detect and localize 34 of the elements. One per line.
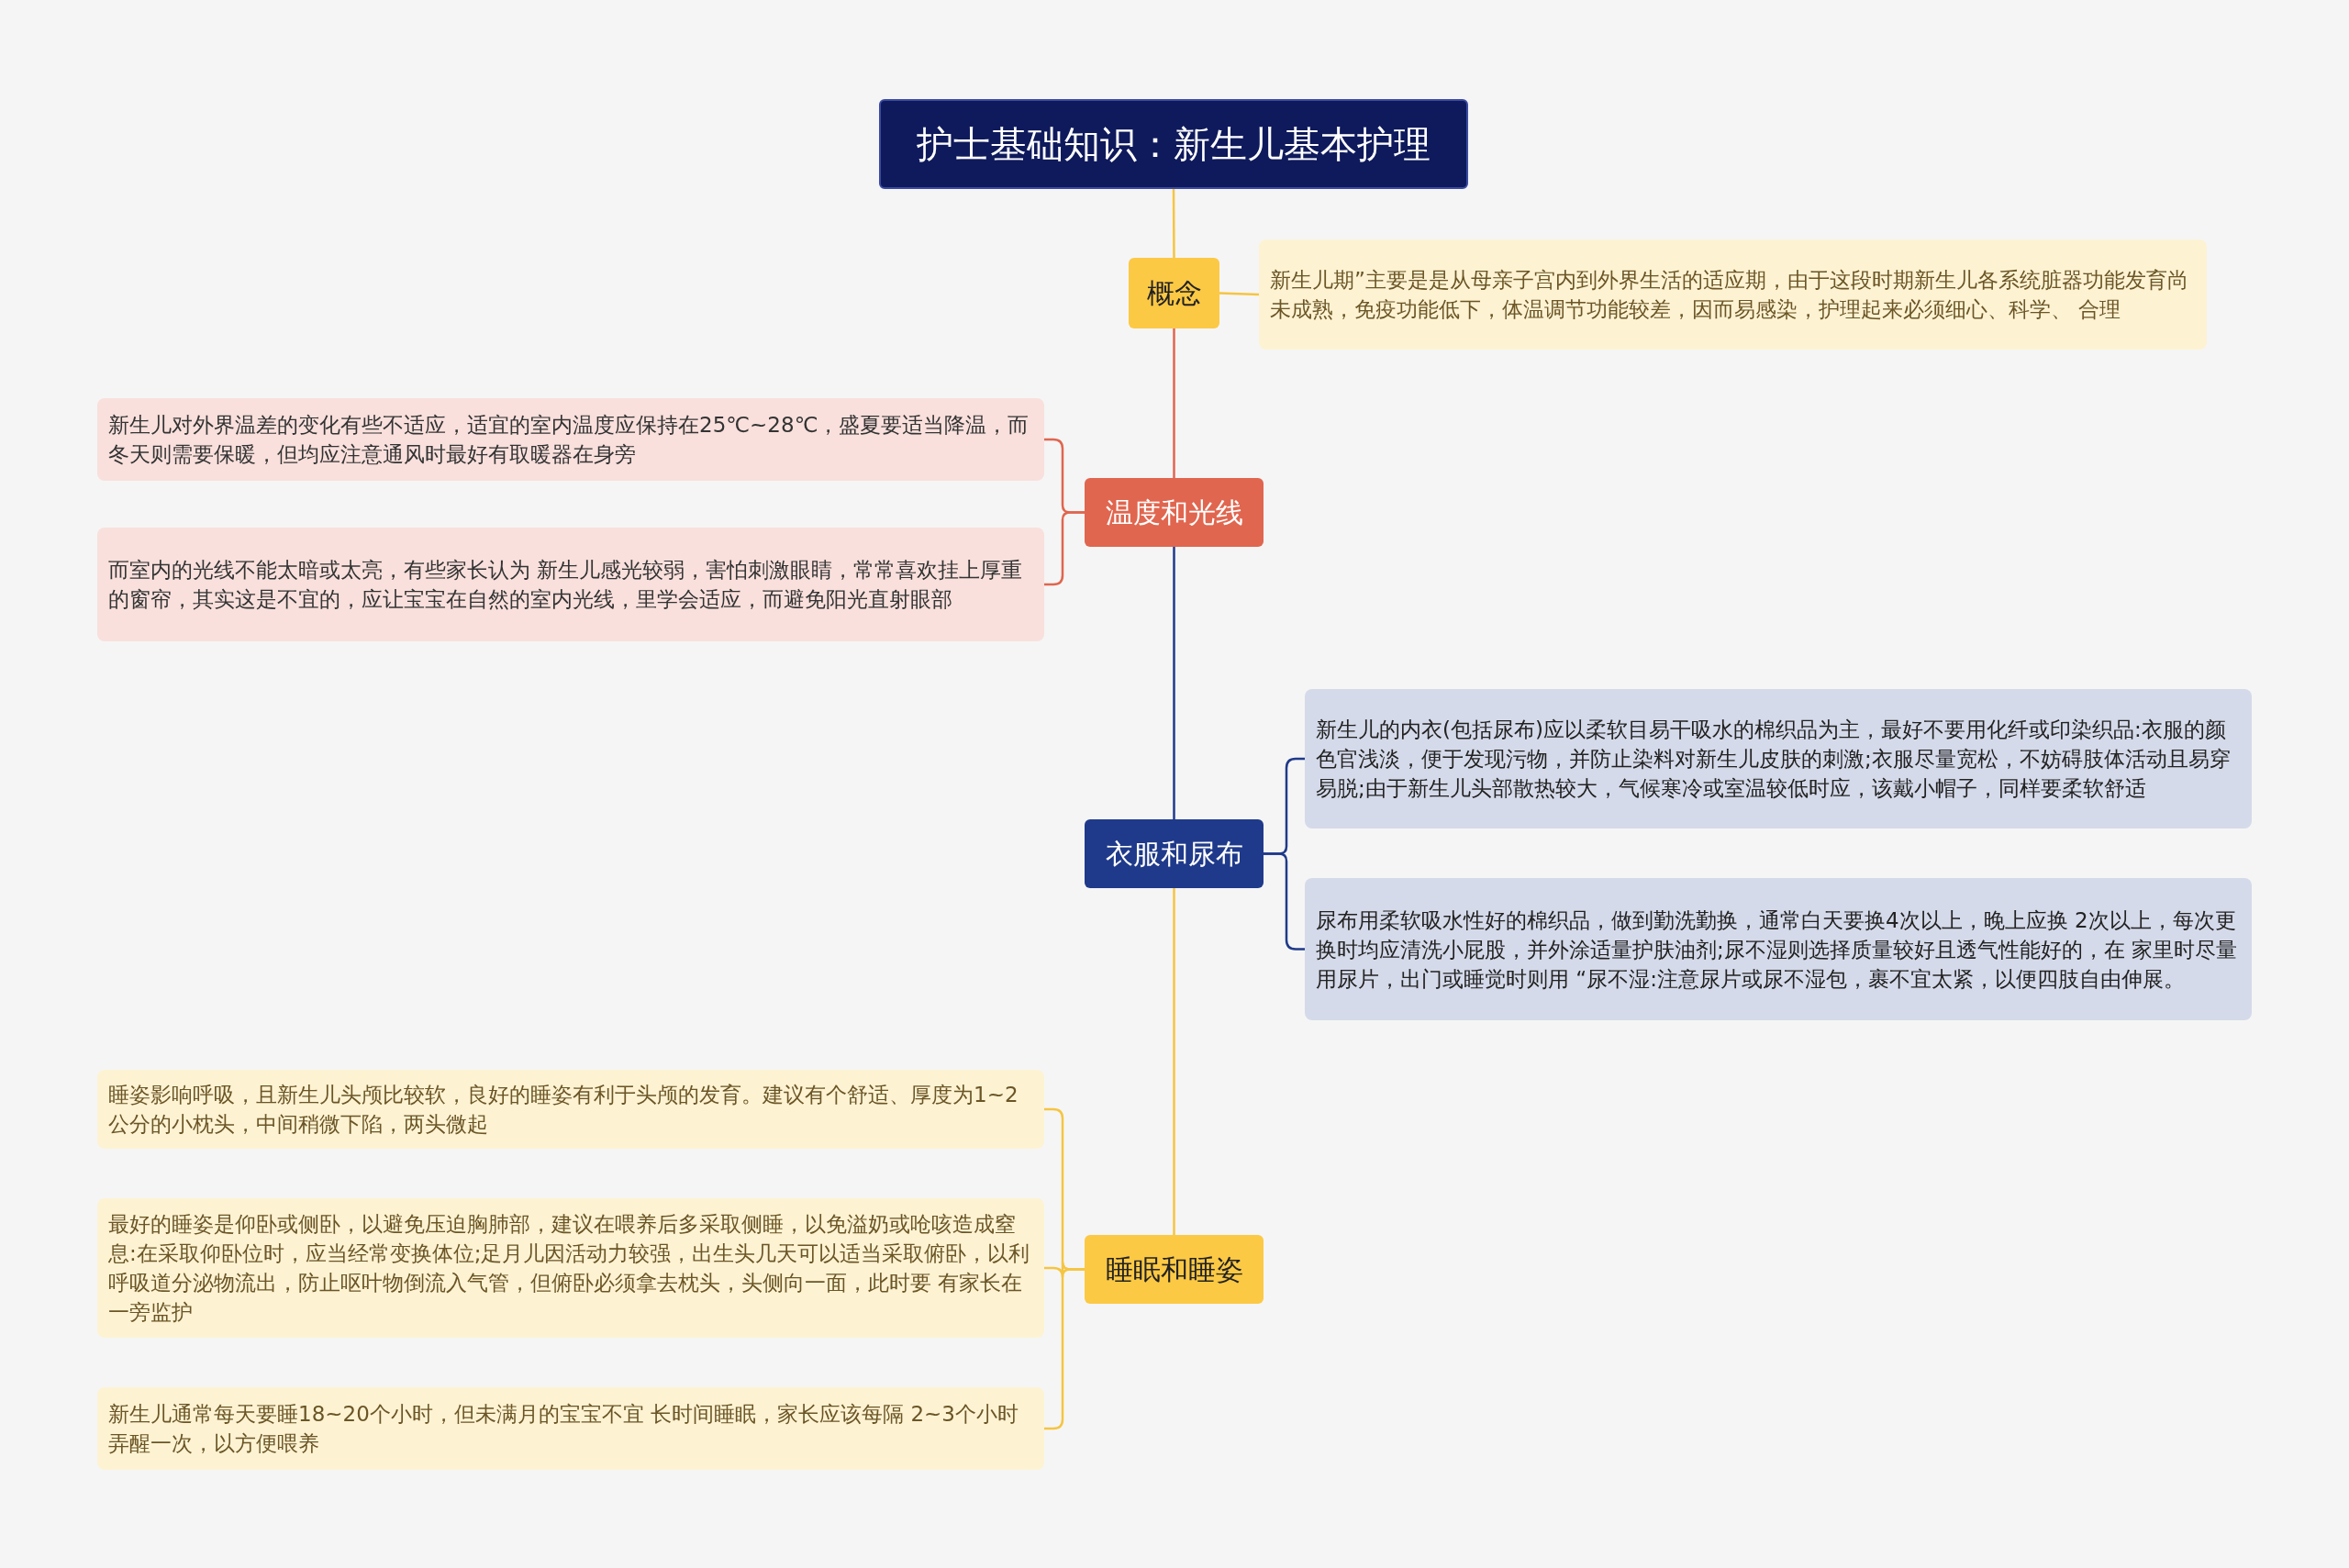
title-box [879, 99, 1468, 189]
note-box [97, 1070, 1044, 1149]
note-text: 尿布用柔软吸水性好的棉织品，做到勤洗勤换，通常白天要换4次以上，晚上应换 2次以上，每次更换时均应清洗小屁股，并外涂适量护肤油剂;尿不湿则选择质量较好且透气性能好的，在 家里时尽量用尿片，出门或睡觉时则用 “尿不湿:注意尿片或尿不湿包，裹不宜太紧，以便四肢自由伸展。 [1316, 906, 2239, 993]
note-box [97, 398, 1044, 481]
note-text: 新生儿的内衣(包括尿布)应以柔软目易干吸水的棉织品为主，最好不要用化纤或印染织品:衣服的颜色官浅淡，便于发现污物，并防止染料对新生儿皮肤的刺激;衣服尽量宽松，不妨碍肢体活动且易穿易脱;由于新生儿头部散热较大，气候寒冷或室温较低时应，该戴小帽子，同样要柔软舒适 [1316, 717, 2232, 802]
note-box [97, 1198, 1044, 1338]
topic-label: 衣服和尿布 [1105, 837, 1243, 872]
topic-label: 睡眠和睡姿 [1105, 1252, 1243, 1287]
connector-line [1173, 888, 1175, 1235]
connector-line [1264, 852, 1305, 951]
connector-line [1044, 511, 1085, 586]
connector-line [1173, 547, 1175, 819]
topic-box [1129, 258, 1219, 328]
note-box [1305, 878, 2252, 1020]
topic-box [1085, 478, 1264, 547]
topic-box [1085, 819, 1264, 888]
note-text: 新生儿通常每天要睡18~20个小时，但未满月的宝宝不宜 长时间睡眠，家长应该每隔 2~3个小时弄醒一次，以方便喂养 [108, 1401, 1019, 1457]
note-box [97, 1387, 1044, 1470]
topic-label: 温度和光线 [1105, 495, 1243, 530]
topic-label: 概念 [1146, 276, 1202, 311]
title-text: 护士基础知识：新生儿基本护理 [917, 122, 1431, 167]
note-text: 新生儿对外界温差的变化有些不适应，适宜的室内温度应保持在25℃~28℃，盛夏要适当降温，而冬天则需要保暖，但均应注意通风时最好有取暖器在身旁 [108, 412, 1030, 468]
note-text: 新生儿期”主要是是从母亲子宫内到外界生活的适应期，由于这段时期新生儿各系统脏器功能发育尚未成熟，免疫功能低下，体温调节功能较差，因而易感染，护理起来必须细心、科学、 合理 [1270, 267, 2189, 323]
connector-line [1172, 189, 1175, 258]
note-box [1305, 689, 2252, 828]
connector-line [1173, 328, 1175, 478]
note-box [1259, 239, 2207, 350]
connector-line [1044, 1268, 1085, 1430]
note-text: 睡姿影响呼吸，且新生儿头颅比较软，良好的睡姿有利于头颅的发育。建议有个舒适、厚度为1~2公分的小枕头，中间稍微下陷，两头微起 [108, 1082, 1019, 1138]
note-text: 而室内的光线不能太暗或太亮，有些家长认为 新生儿感光较弱，害怕刺激眼睛，常常喜欢挂上厚重的窗帘，其实这是不宜的，应让宝宝在自然的室内光线，里学会适应，而避免阳光直射眼部 [108, 557, 1024, 613]
topic-box [1085, 1235, 1264, 1304]
note-box [97, 528, 1044, 641]
connector-line [1219, 292, 1260, 296]
note-text: 最好的睡姿是仰卧或侧卧，以避免压迫胸肺部，建议在喂养后多采取侧睡，以免溢奶或呛咳造成窒息:在采取仰卧位时，应当经常变换体位;足月儿因活动力较强，出生头几天可以适当采取俯卧，以利呼吸道分泌物流出，防止呕叶物倒流入气管，但俯卧必须拿去枕头，头侧向一面，此时要 有家长在一旁监护 [108, 1211, 1031, 1326]
